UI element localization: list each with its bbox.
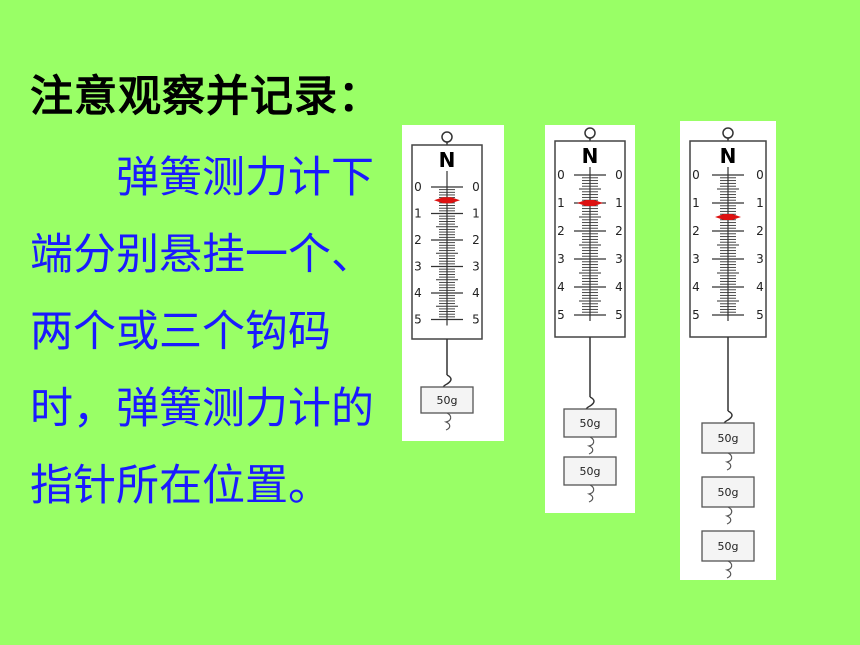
tick-label-left: 0 <box>414 180 422 194</box>
tick-label-left: 4 <box>557 280 565 294</box>
tick-label-left: 0 <box>692 168 700 182</box>
pointer <box>577 200 603 206</box>
tick-label-right: 2 <box>615 224 623 238</box>
tick-label-left: 3 <box>414 260 422 274</box>
heading: 注意观察并记录： <box>30 72 382 122</box>
tick-label-left: 1 <box>692 196 700 210</box>
tick-label-right: 5 <box>472 313 480 327</box>
mass-label: 50g <box>580 465 601 478</box>
tick-label-left: 1 <box>557 196 565 210</box>
spring-scale-3: N 0 0 1 1 2 2 3 3 4 4 5 5 50g 50g 50g <box>680 121 776 580</box>
mass-label: 50g <box>437 394 458 407</box>
tick-label-right: 0 <box>615 168 623 182</box>
tick-label-right: 1 <box>472 207 480 221</box>
tick-label-right: 4 <box>756 280 764 294</box>
tick-label-right: 4 <box>615 280 623 294</box>
mass-hook-icon <box>443 412 452 431</box>
tick-label-left: 4 <box>692 280 700 294</box>
tick-label-right: 4 <box>472 286 480 300</box>
mass-block <box>563 408 617 438</box>
mass-hook-icon <box>724 560 733 579</box>
mass-label: 50g <box>718 486 739 499</box>
top-ring <box>584 127 596 139</box>
mass-hook-icon <box>724 452 733 471</box>
tick-label-right: 3 <box>615 252 623 266</box>
tick-label-left: 5 <box>414 313 422 327</box>
tick-label-left: 0 <box>557 168 565 182</box>
instruction-text: 弹簧测力计下端分别悬挂一个、两个或三个钩码时，弹簧测力计的指针所在位置。 <box>30 153 374 511</box>
tick-label-left: 3 <box>557 252 565 266</box>
spring-scale-2-drawing: N 0 0 1 1 2 2 3 3 4 4 5 5 50g 50g <box>554 127 626 503</box>
tick-label-right: 1 <box>756 196 764 210</box>
tick-label-right: 2 <box>756 224 764 238</box>
tick-label-left: 5 <box>557 308 565 322</box>
tick-label-right: 0 <box>472 180 480 194</box>
mass-label: 50g <box>580 417 601 430</box>
pointer <box>715 214 741 220</box>
tick-label-left: 2 <box>414 233 422 247</box>
mass-block <box>701 530 755 562</box>
unit-label: N <box>720 144 737 168</box>
tick-label-left: 1 <box>414 207 422 221</box>
spring-scale-1-drawing: N 0 0 1 1 2 2 3 3 4 4 5 5 50g <box>411 131 483 431</box>
spring-scale-1: N 0 0 1 1 2 2 3 3 4 4 5 5 50g <box>402 125 504 441</box>
mass-block <box>563 456 617 486</box>
unit-label: N <box>582 144 599 168</box>
mass-hook-icon <box>586 436 595 455</box>
top-ring <box>722 127 734 139</box>
tick-label-left: 5 <box>692 308 700 322</box>
tick-label-right: 1 <box>615 196 623 210</box>
mass-hook-icon <box>586 484 595 503</box>
tick-label-left: 3 <box>692 252 700 266</box>
tick-label-right: 2 <box>472 233 480 247</box>
tick-label-left: 2 <box>557 224 565 238</box>
pointer <box>434 197 460 204</box>
mass-label: 50g <box>718 432 739 445</box>
tick-label-right: 5 <box>756 308 764 322</box>
tick-label-left: 4 <box>414 286 422 300</box>
tick-label-right: 3 <box>472 260 480 274</box>
tick-label-right: 3 <box>756 252 764 266</box>
mass-block <box>701 422 755 454</box>
spring-scale-3-drawing: N 0 0 1 1 2 2 3 3 4 4 5 5 50g 50g 50g <box>689 127 767 579</box>
mass-block <box>420 386 474 414</box>
spring-scale-2: N 0 0 1 1 2 2 3 3 4 4 5 5 50g 50g <box>545 125 635 513</box>
mass-hook-icon <box>724 506 733 525</box>
top-ring <box>441 131 453 143</box>
tick-label-left: 2 <box>692 224 700 238</box>
unit-label: N <box>439 148 456 172</box>
mass-label: 50g <box>718 540 739 553</box>
tick-label-right: 5 <box>615 308 623 322</box>
tick-label-right: 0 <box>756 168 764 182</box>
